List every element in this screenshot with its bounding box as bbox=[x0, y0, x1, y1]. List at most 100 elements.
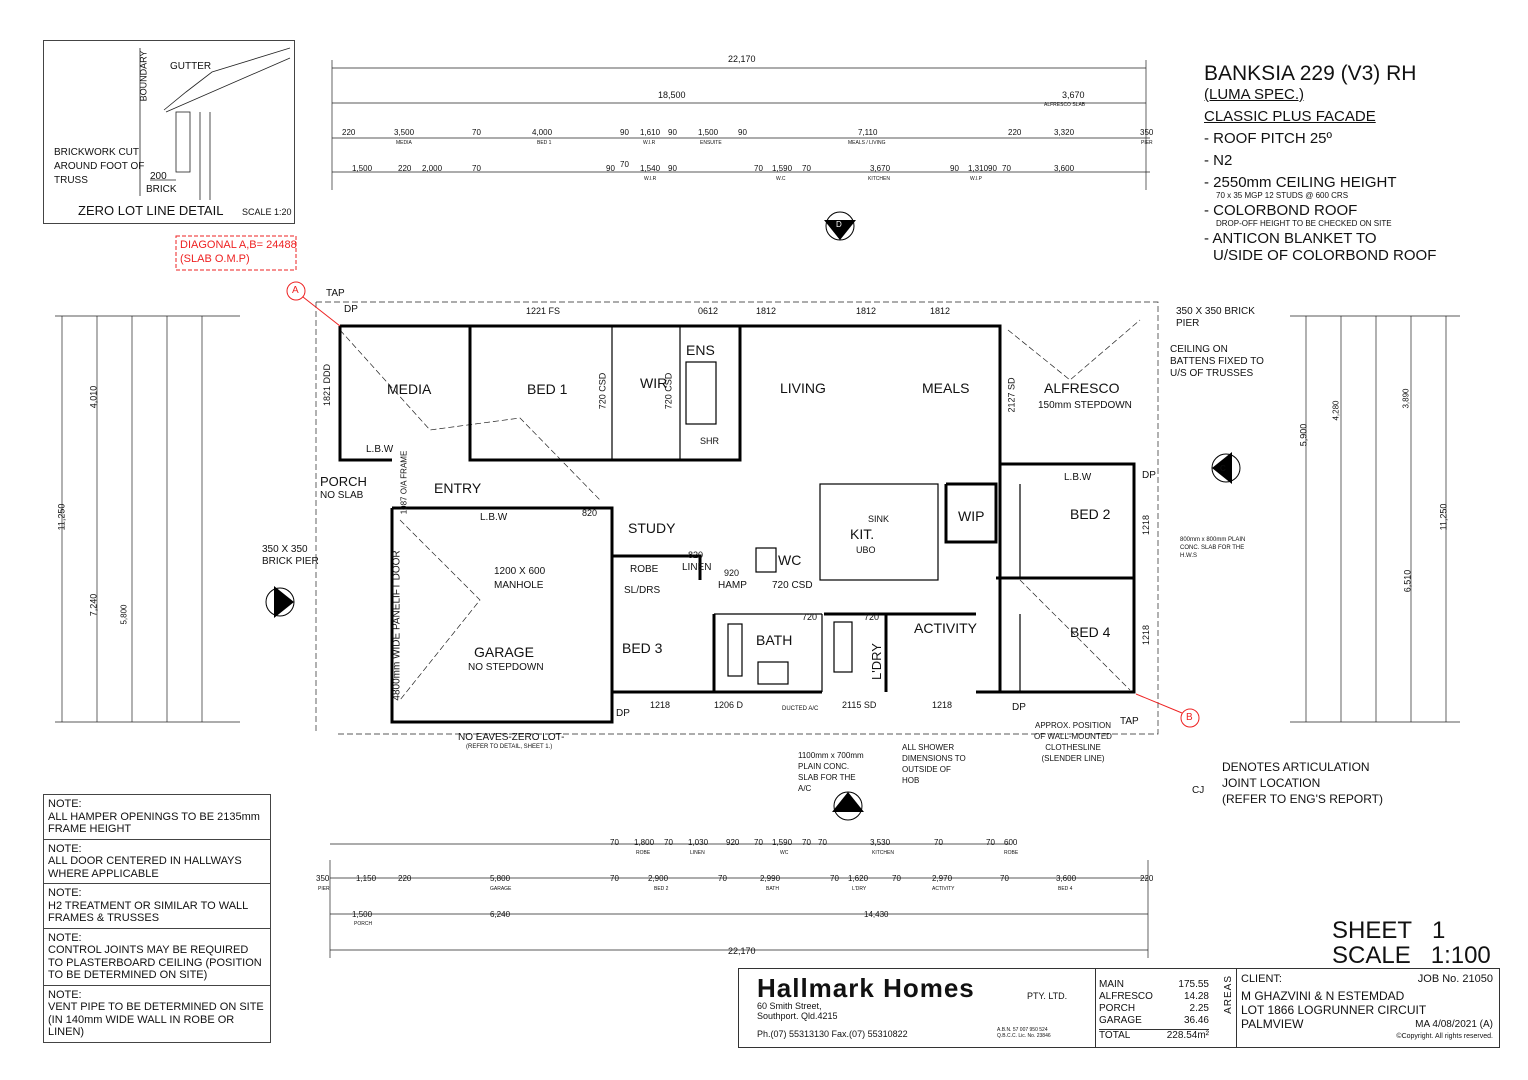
title-spec: (LUMA SPEC.) bbox=[1204, 86, 1305, 103]
opening-0612: 0612 bbox=[698, 306, 719, 316]
dim-bot-r2-4: 920 bbox=[726, 838, 740, 847]
dim-alfresco-label: ALFRESCO SLAB bbox=[1044, 102, 1086, 108]
dim-bot-lbl-pier: PIER bbox=[318, 886, 330, 892]
dim-top-r1-12: 350 bbox=[1140, 128, 1154, 137]
dim-bot-lbl-bed2: BED 2 bbox=[654, 886, 669, 892]
area-total-value: 228.54m² bbox=[1166, 1030, 1209, 1041]
opening-1821ddd: 1821 DDD bbox=[322, 363, 333, 407]
note-4-l3: TO BE DETERMINED ON SITE) bbox=[48, 969, 208, 981]
dim-bot-r2-3: 1,030 bbox=[688, 838, 709, 847]
title-item-4: - ANTICON BLANKET TO bbox=[1204, 230, 1377, 247]
dim-top-r2-13: 1,310 bbox=[968, 164, 989, 173]
dim-bot-r1-11: 2,970 bbox=[932, 874, 953, 883]
zl-dim: 200 bbox=[150, 171, 167, 182]
room-alfresco: ALFRESCO bbox=[1044, 380, 1120, 396]
dim-bot-lbl-garage: GARAGE bbox=[490, 886, 512, 892]
room-meals: MEALS bbox=[922, 380, 970, 396]
dim-top-lbl-ensuite: ENSUITE bbox=[700, 140, 722, 146]
note-tap-top: TAP bbox=[326, 288, 345, 299]
note-no-eaves: NO EAVES-ZERO LOT- bbox=[458, 732, 565, 743]
area-value: 2.25 bbox=[1189, 1003, 1209, 1014]
room-garage-sub: NO STEPDOWN bbox=[468, 662, 544, 673]
title-box: BANKSIA 229 (V3) RH (LUMA SPEC.) CLASSIC… bbox=[1204, 62, 1436, 264]
dim-bot-r1-9: 1,620 bbox=[848, 874, 869, 883]
diagonal-line-1: DIAGONAL A,B= 24488 bbox=[180, 239, 297, 251]
room-wc: WC bbox=[778, 552, 802, 568]
area-row-porch: PORCH 2.25 bbox=[1099, 1003, 1209, 1014]
client-label: CLIENT: bbox=[1241, 973, 1282, 985]
dim-bot-r2-0: 70 bbox=[610, 838, 619, 847]
room-kit: KIT. bbox=[850, 526, 875, 542]
dim-top-r2-3: 70 bbox=[472, 164, 481, 173]
zl-title: ZERO LOT LINE DETAIL bbox=[78, 203, 224, 218]
dim-bot-porch: 1,500 bbox=[352, 910, 373, 919]
dim-top-r2-11: 3,670 bbox=[870, 164, 891, 173]
dim-left-7240: 7,240 bbox=[88, 593, 99, 617]
dim-bot-r2-12: 600 bbox=[1004, 838, 1018, 847]
room-study: STUDY bbox=[628, 520, 676, 536]
area-total-label: TOTAL bbox=[1099, 1030, 1131, 1041]
dim-bot-r1-6: 70 bbox=[718, 874, 727, 883]
company-phone: Ph.(07) 55313130 Fax.(07) 55310822 bbox=[757, 1029, 908, 1039]
area-value: 36.46 bbox=[1183, 1015, 1209, 1026]
sheet-info: SHEET 1 SCALE 1:100 bbox=[1332, 918, 1491, 968]
note-4: NOTE: CONTROL JOINTS MAY BE REQUIRED TO … bbox=[44, 929, 270, 986]
dim-top-r1-11: 3,320 bbox=[1054, 128, 1075, 137]
area-name: PORCH bbox=[1099, 1003, 1136, 1014]
zl-brick-note-1: BRICKWORK CUT bbox=[54, 147, 139, 158]
dim-left-5800: 5,800 bbox=[119, 604, 129, 625]
dim-bot-r2-6: 1,590 bbox=[772, 838, 793, 847]
note-shower-dims: ALL SHOWER DIMENSIONS TO OUTSIDE OF HOB bbox=[902, 743, 966, 785]
room-wip: WIP bbox=[958, 508, 985, 524]
opening-2127sd: 2127 SD bbox=[1006, 377, 1017, 413]
dim-top-r2-6: 1,540 bbox=[640, 164, 661, 173]
company-pty: PTY. LTD. bbox=[1027, 991, 1068, 1001]
opening-720-a: 720 bbox=[802, 612, 818, 622]
dim-top-r2-12: 90 bbox=[950, 164, 959, 173]
title-item-0: - ROOF PITCH 25º bbox=[1204, 130, 1332, 147]
opening-1812-c: 1812 bbox=[930, 306, 951, 316]
dim-top-r1-7: 1,500 bbox=[698, 128, 719, 137]
client-panel: CLIENT: JOB No. 21050 M GHAZVINI & N EST… bbox=[1237, 969, 1499, 1047]
dim-bot-r1-1: 1,150 bbox=[356, 874, 377, 883]
opening-1218-c: 1218 bbox=[650, 700, 671, 710]
client-name: M GHAZVINI & N ESTEMDAD bbox=[1241, 989, 1405, 1003]
note-5-l2: (IN 140mm WIDE WALL IN ROBE OR LINEN) bbox=[48, 1013, 235, 1039]
note-4-l1: CONTROL JOINTS MAY BE REQUIRED bbox=[48, 944, 249, 956]
dim-bot-lbl2-wc: WC bbox=[780, 850, 789, 856]
legend-symbol: CJ bbox=[1192, 785, 1205, 796]
room-porch: PORCH bbox=[320, 474, 367, 489]
company-name: Hallmark Homes bbox=[757, 973, 975, 1003]
dim-bot-r1-8: 70 bbox=[830, 874, 839, 883]
title-roof-note: DROP-OFF HEIGHT TO BE CHECKED ON SITE bbox=[1216, 219, 1392, 228]
dim-bot-r2-8: 70 bbox=[818, 838, 827, 847]
dim-top-lbl2-wip: W.I.P bbox=[970, 176, 982, 182]
dim-top-r1-3: 4,000 bbox=[532, 128, 553, 137]
legend-line-3: (REFER TO ENG'S REPORT) bbox=[1222, 792, 1383, 806]
dim-right-4280: 4,280 bbox=[1331, 400, 1341, 421]
dim-bot-r1-14: 220 bbox=[1140, 874, 1154, 883]
dim-bot-r1-3: 5,800 bbox=[490, 874, 511, 883]
dim-bot-r1-10: 70 bbox=[892, 874, 901, 883]
dim-bot-lbl2-robe2: ROBE bbox=[1004, 850, 1019, 856]
note-3-head: NOTE: bbox=[48, 887, 82, 899]
area-value: 14.28 bbox=[1183, 991, 1209, 1002]
dim-top-r2-14: 90 bbox=[988, 164, 997, 173]
legend: CJ DENOTES ARTICULATION JOINT LOCATION (… bbox=[1192, 760, 1383, 806]
dim-right-6510: 6,510 bbox=[1402, 569, 1413, 593]
opening-820-b: 820 bbox=[688, 550, 704, 560]
company-address-1: 60 Smith Street, bbox=[757, 1001, 822, 1011]
note-ac-slab: 1100mm x 700mm PLAIN CONC. SLAB FOR THE … bbox=[798, 751, 864, 793]
note-hws-slab: 800mm x 800mm PLAIN CONC. SLAB FOR THE H… bbox=[1180, 537, 1246, 559]
sheet-number: 1 bbox=[1432, 917, 1446, 944]
dim-top-r1-2: 70 bbox=[472, 128, 481, 137]
opening-720csd-b: 720 CSD bbox=[663, 372, 674, 410]
dim-bot-lbl-ldry: L'DRY bbox=[852, 886, 867, 892]
dim-top-r1-4: 90 bbox=[620, 128, 629, 137]
dim-top-lbl-wir: W.I.R bbox=[643, 140, 656, 146]
note-2-head: NOTE: bbox=[48, 842, 82, 855]
title-ceiling-note: 70 x 35 MGP 12 STUDS @ 600 CRS bbox=[1216, 191, 1349, 200]
